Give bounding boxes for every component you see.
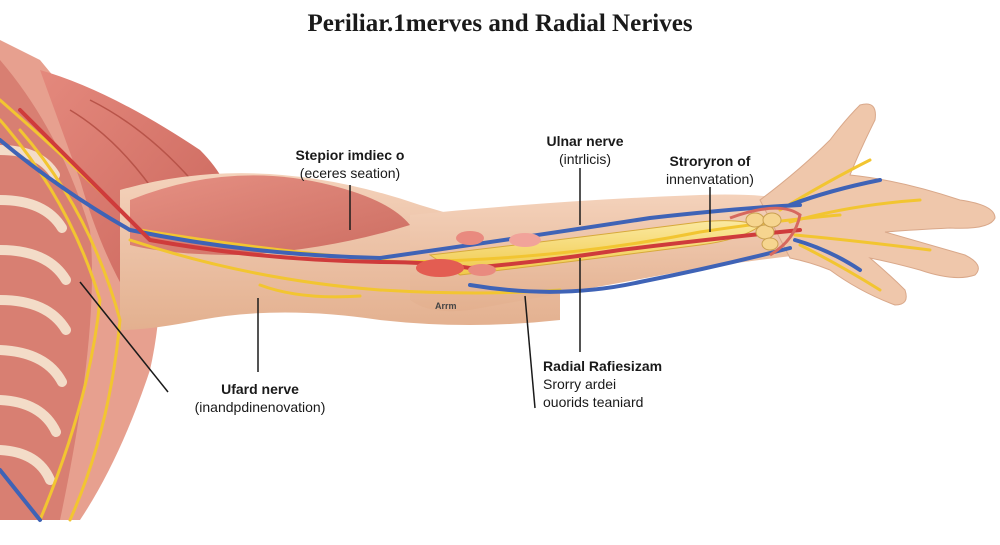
label-ulnar: Ulnar nerve (intrlicis) — [520, 132, 650, 168]
label-stepior-sub: (eceres seation) — [299, 165, 401, 181]
label-ulnar-sub: (intrlicis) — [558, 151, 612, 167]
label-radial-sub1: Srorry ardei — [543, 376, 617, 392]
label-radial-title: Radial Rafiesizam — [543, 358, 663, 374]
label-ufard: Ufard nerve (inandpdinenovation) — [180, 380, 340, 416]
label-stroryron-sub: innenvatation) — [666, 171, 754, 187]
label-stroryron: Stroryron of innenvatation) — [650, 152, 770, 188]
wrist-carpal-bones — [729, 206, 802, 257]
label-stroryron-title: Stroryron of — [669, 153, 751, 169]
leader-lines — [79, 168, 711, 409]
elbow-structures — [416, 231, 541, 277]
rib-cage — [0, 145, 71, 485]
label-stepior-title: Stepior imdiec o — [295, 147, 405, 163]
vein-paths — [0, 138, 882, 522]
label-stepior: Stepior imdiec o (eceres seation) — [270, 146, 430, 182]
label-ulnar-title: Ulnar nerve — [546, 133, 624, 149]
label-ufard-title: Ufard nerve — [221, 381, 299, 397]
label-arm: Arrm — [435, 301, 457, 311]
label-radial: Radial Rafiesizam Srorry ardei ouorids t… — [543, 357, 703, 411]
label-ufard-sub: (inandpdinenovation) — [194, 399, 326, 415]
artery-paths — [18, 108, 802, 270]
label-radial-sub2: ouorids teaniard — [543, 394, 644, 410]
diagram-title: Periliar.1merves and Radial Nerives — [307, 10, 693, 37]
